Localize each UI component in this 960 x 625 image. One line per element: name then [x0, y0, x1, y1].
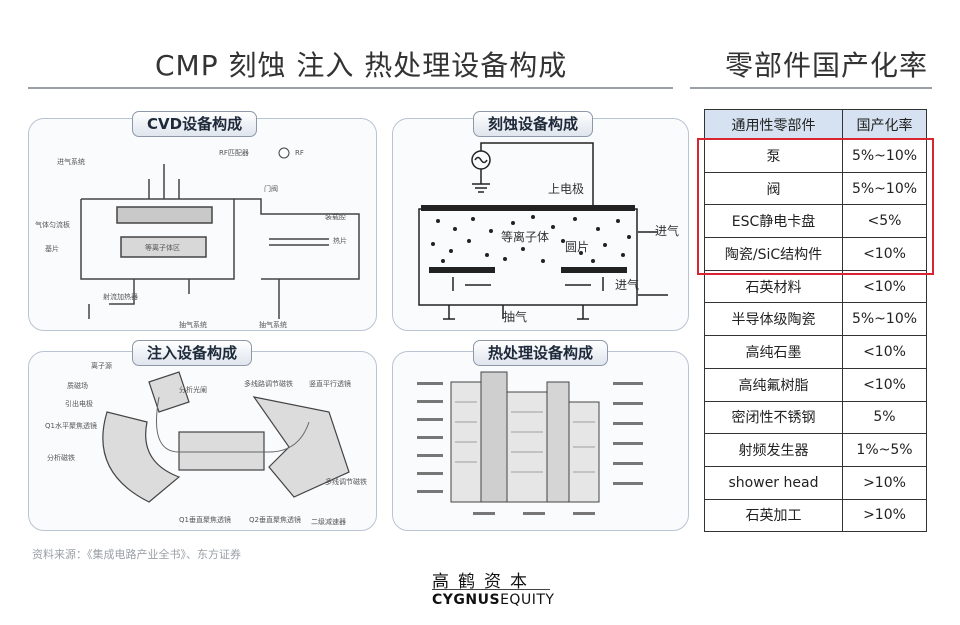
- table-header-row: 通用性零部件 国产化率: [704, 109, 927, 140]
- brand-logo-en: CYGNUSEQUITY: [432, 592, 554, 608]
- table-header-part: 通用性零部件: [704, 109, 843, 140]
- implant-callout-aperture: 分析光阑: [179, 385, 207, 394]
- implant-callout-magnetic: 质磁场: [67, 381, 88, 390]
- etch-callout-plasma: 等离子体: [501, 229, 549, 244]
- part-rate: 5%: [842, 400, 927, 435]
- thermal-panel-label: 热处理设备构成: [473, 340, 609, 366]
- etch-panel-label: 刻蚀设备构成: [473, 111, 594, 137]
- part-rate: >10%: [842, 465, 927, 500]
- etch-callout-upper-electrode: 上电极: [548, 182, 584, 196]
- part-name: 陶瓷/SiC结构件: [704, 237, 843, 271]
- implant-callout-q1-horizontal: Q1水平聚焦透镜: [45, 421, 97, 430]
- title-divider-right: [690, 87, 932, 89]
- implant-diagram: 离子源 质磁场 引出电极 分析光阑 多线路调节磁铁 竖直平行透镜 Q1水平聚焦透…: [45, 361, 367, 526]
- highlight-box: [697, 138, 934, 275]
- part-rate: <10%: [842, 367, 927, 402]
- cvd-panel: 进气系统 RF匹配器 RF 门阀 气体匀流板 等离子体区 装载腔 基片 热片 射…: [28, 111, 377, 331]
- etch-panel: 上电极 等离子体 圆片 进气 进气 抽气 刻蚀设备构成: [392, 111, 689, 331]
- cvd-callout-hot-plate: 热片: [333, 236, 347, 245]
- part-name: 密闭性不锈钢: [704, 400, 843, 435]
- implant-callout-decelerator: 二级减速器: [311, 517, 346, 526]
- etch-callout-wafer: 圆片: [565, 240, 589, 254]
- table-row: 石英加工>10%: [704, 498, 927, 533]
- implant-callout-ion-source: 离子源: [91, 361, 112, 370]
- page-title: CMP 刻蚀 注入 热处理设备构成: [155, 49, 568, 82]
- implant-callout-q2-vertical: Q2垂直聚焦透镜: [249, 515, 301, 524]
- etch-callout-exhaust: 抽气: [503, 309, 527, 324]
- part-rate: 5%~10%: [842, 302, 927, 337]
- cvd-callout-plasma: 等离子体区: [145, 243, 180, 252]
- cvd-diagram: 进气系统 RF匹配器 RF 门阀 气体匀流板 等离子体区 装载腔 基片 热片 射…: [35, 147, 360, 329]
- etch-diagram: 上电极 等离子体 圆片 进气 进气 抽气: [418, 142, 679, 324]
- cvd-callout-substrate: 基片: [45, 244, 59, 253]
- table-row: shower head>10%: [704, 465, 927, 500]
- etch-callout-gas-in-2: 进气: [615, 277, 639, 292]
- cvd-callout-heater: 射流加热器: [103, 292, 138, 301]
- table-row: ESC静电卡盘<5%: [704, 204, 927, 239]
- table-title: 零部件国产化率: [725, 49, 929, 82]
- part-name: shower head: [704, 465, 843, 500]
- cvd-callout-exhaust-2: 抽气系统: [259, 320, 287, 329]
- part-rate: <10%: [842, 269, 927, 304]
- etch-callout-gas-in-1: 进气: [655, 223, 679, 238]
- part-name: 阀: [704, 171, 843, 206]
- brand-logo-en-light: EQUITY: [500, 592, 555, 608]
- part-rate: 1%~5%: [842, 433, 927, 467]
- source-note: 资料来源：《集成电路产业全书》、东方证券: [32, 548, 241, 561]
- part-name: 射频发生器: [704, 433, 843, 467]
- cvd-callout-gas-inlet: 进气系统: [57, 157, 85, 166]
- part-name: 高纯石墨: [704, 335, 843, 369]
- implant-callout-analyzer: 分析磁铁: [47, 453, 75, 462]
- part-name: 高纯氟树脂: [704, 367, 843, 402]
- thermal-diagram: [417, 371, 643, 515]
- part-name: 石英材料: [704, 269, 843, 304]
- cvd-callout-exhaust-1: 抽气系统: [179, 320, 207, 329]
- implant-callout-multi-magnet: 多线路调节磁铁: [244, 379, 293, 388]
- implant-callout-multi-adjust: 多线调节磁铁: [325, 477, 367, 486]
- thermal-panel: 热处理设备构成: [392, 340, 689, 531]
- cvd-callout-loadlock: 装载腔: [325, 212, 346, 221]
- table-header-rate: 国产化率: [842, 109, 927, 140]
- part-rate: >10%: [842, 498, 927, 533]
- cvd-callout-rf-matcher: RF匹配器: [219, 149, 249, 157]
- part-name: 石英加工: [704, 498, 843, 533]
- table-row: 石英材料<10%: [704, 269, 927, 304]
- table-row: 高纯石墨<10%: [704, 335, 927, 369]
- part-name: 半导体级陶瓷: [704, 302, 843, 337]
- part-rate: <5%: [842, 204, 927, 239]
- cvd-callout-rf: RF: [295, 149, 304, 157]
- table-row: 高纯氟树脂<10%: [704, 367, 927, 402]
- cvd-callout-gas-plate: 气体匀流板: [35, 220, 70, 229]
- implant-callout-q1-vertical: Q1垂直聚焦透镜: [179, 515, 231, 524]
- brand-logo-en-bold: CYGNUS: [432, 592, 501, 608]
- part-name: ESC静电卡盘: [704, 204, 843, 239]
- part-rate: <10%: [842, 335, 927, 369]
- implant-panel: 离子源 质磁场 引出电极 分析光阑 多线路调节磁铁 竖直平行透镜 Q1水平聚焦透…: [28, 340, 377, 531]
- implant-callout-extraction: 引出电极: [65, 399, 93, 408]
- implant-callout-vertical-lens: 竖直平行透镜: [309, 379, 351, 388]
- cvd-panel-label: CVD设备构成: [132, 111, 258, 137]
- brand-logo-divider: [432, 589, 550, 590]
- brand-logo-cn: 高鹤资本: [432, 572, 536, 592]
- title-divider-left: [28, 87, 673, 89]
- implant-panel-label: 注入设备构成: [132, 340, 253, 366]
- cvd-callout-gate-valve: 门阀: [264, 184, 278, 193]
